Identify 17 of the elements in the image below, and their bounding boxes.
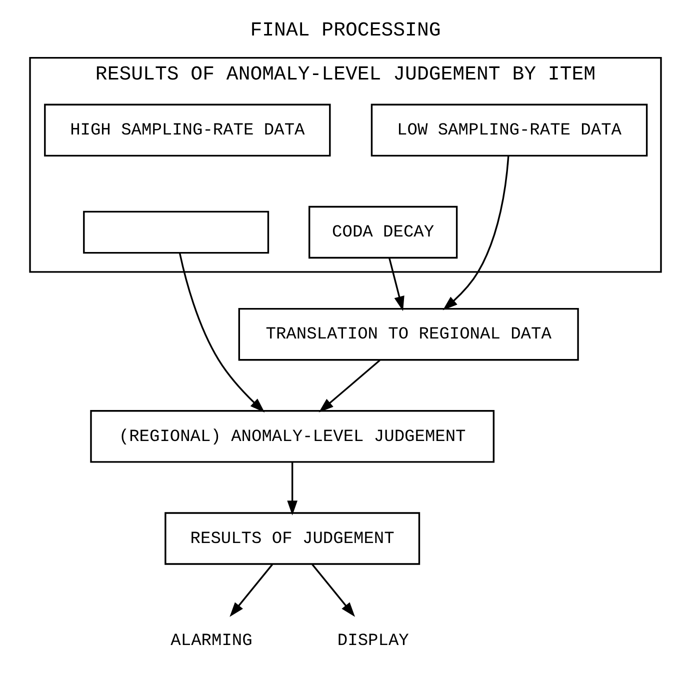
node-box (83, 210, 270, 254)
arrow (388, 258, 404, 312)
node-text: DISPLAY (337, 632, 409, 651)
arrow (178, 253, 265, 412)
node-box: (REGIONAL) ANOMALY-LEVEL JUDGEMENT (90, 410, 495, 463)
arrow (287, 462, 298, 516)
arrow (312, 564, 356, 617)
node-box: HIGH SAMPLING-RATE DATA (44, 104, 331, 157)
arrow (442, 156, 510, 310)
node-box: TRANSLATION TO REGIONAL DATA (238, 308, 579, 361)
node-box: RESULTS OF JUDGEMENT (164, 512, 420, 565)
node-box: CODA DECAY (308, 206, 458, 259)
node-text: ALARMING (170, 632, 252, 651)
arrow (318, 360, 380, 412)
node-box: LOW SAMPLING-RATE DATA (370, 104, 648, 157)
diagram-title: FINAL PROCESSING (250, 18, 441, 42)
arrow (230, 564, 273, 617)
